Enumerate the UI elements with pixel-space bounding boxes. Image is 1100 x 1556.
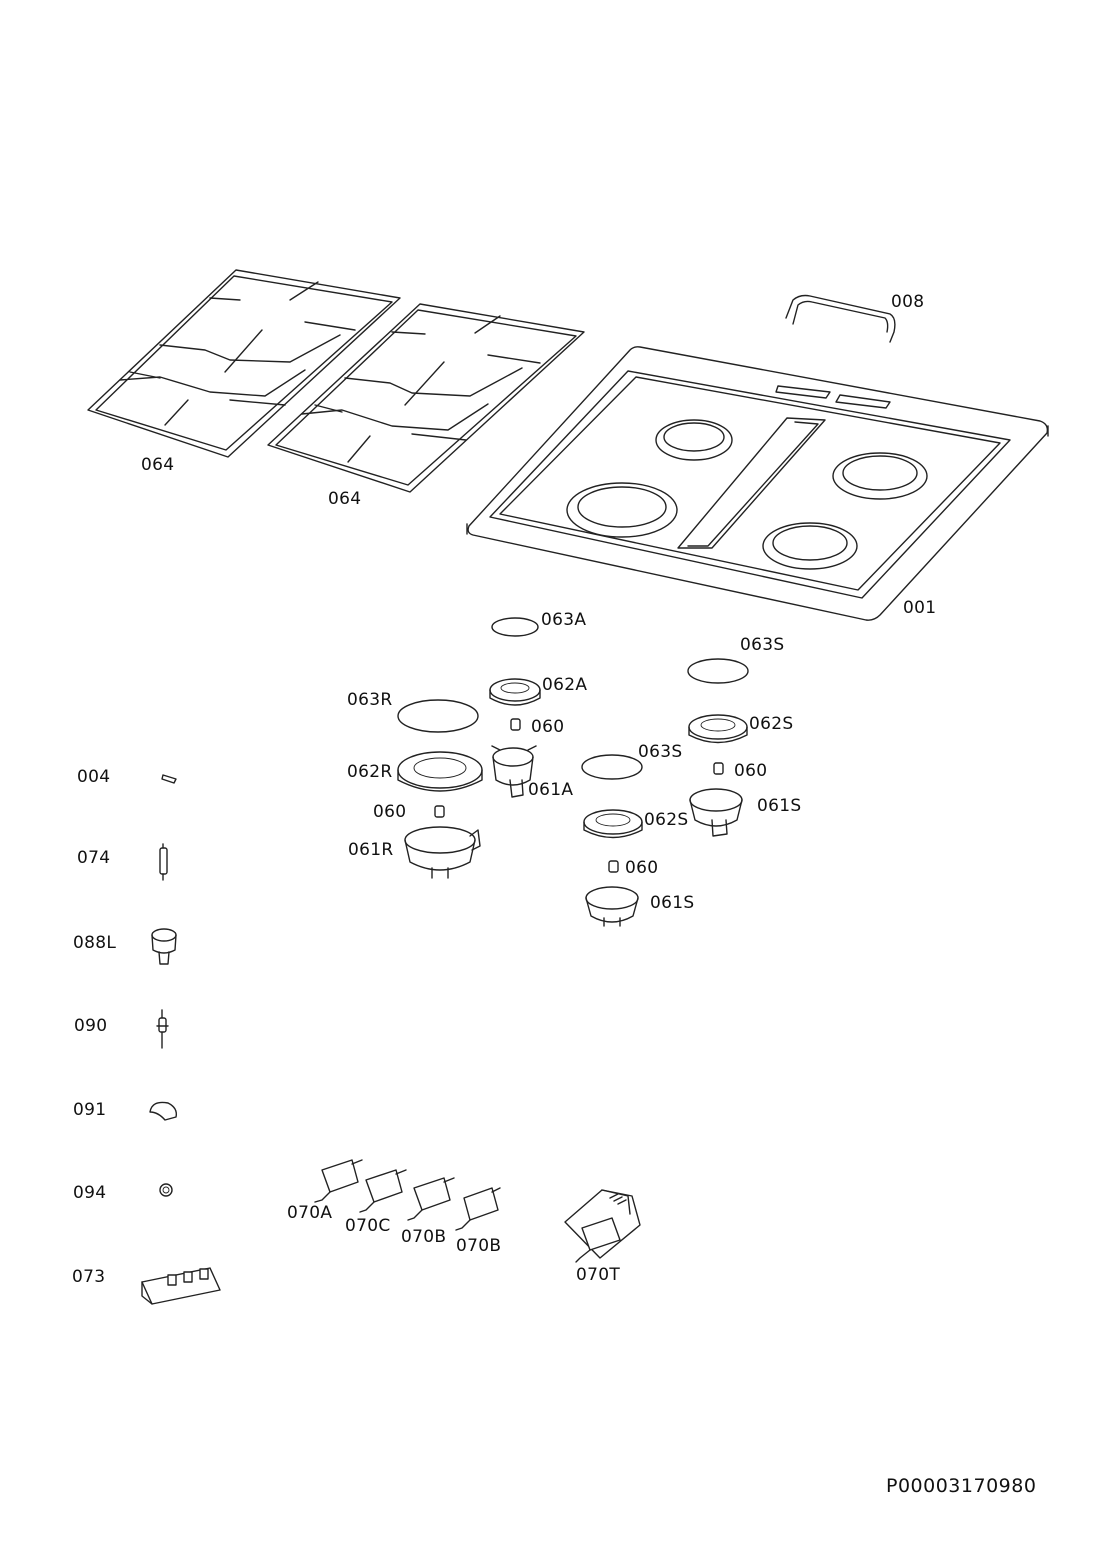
burner-body-061s-right	[689, 788, 743, 837]
part-094-ring	[159, 1183, 173, 1197]
flame-spreader-062s-center	[583, 809, 643, 839]
document-reference: P00003170980	[886, 1475, 1037, 1497]
gas-tap-070t	[564, 1189, 641, 1263]
label-064-left: 064	[141, 455, 175, 475]
gas-tap-070a	[314, 1159, 363, 1203]
part-088l-knob	[151, 928, 177, 965]
part-074-thermocouple	[159, 843, 168, 881]
injector-060-s-center	[608, 860, 619, 873]
label-070a: 070A	[287, 1203, 333, 1223]
lid-bracket	[785, 294, 896, 343]
part-004-clip	[161, 774, 177, 784]
part-073-ignition-switch	[141, 1267, 221, 1305]
part-091-bracket	[149, 1101, 178, 1121]
label-070t: 070T	[576, 1265, 621, 1285]
label-094: 094	[73, 1183, 107, 1203]
label-063s-center: 063S	[638, 742, 683, 762]
label-061s-right: 061S	[757, 796, 802, 816]
label-062s-center: 062S	[644, 810, 689, 830]
burner-cap-063s-right	[687, 658, 749, 684]
label-060-s-right: 060	[734, 761, 768, 781]
label-070b-right: 070B	[456, 1236, 502, 1256]
label-063s-right: 063S	[740, 635, 785, 655]
injector-060-a	[510, 718, 521, 731]
burner-body-061r	[404, 826, 481, 879]
hob-top	[466, 346, 1049, 621]
flame-spreader-062s-right	[688, 714, 748, 744]
label-060-a: 060	[531, 717, 565, 737]
gas-tap-070b-right	[455, 1187, 501, 1231]
label-064-right: 064	[328, 489, 362, 509]
label-074: 074	[77, 848, 111, 868]
gas-tap-070b-left	[407, 1177, 455, 1221]
burner-cap-063a	[491, 617, 539, 637]
label-062a: 062A	[542, 675, 588, 695]
injector-060-s-right	[713, 762, 724, 775]
label-001: 001	[903, 598, 937, 618]
label-090: 090	[74, 1016, 108, 1036]
label-060-s-center: 060	[625, 858, 659, 878]
label-004: 004	[77, 767, 111, 787]
injector-060-r	[434, 805, 445, 818]
label-060-r: 060	[373, 802, 407, 822]
label-088l: 088L	[73, 933, 117, 953]
pan-support-left	[87, 269, 401, 458]
label-062r: 062R	[347, 762, 393, 782]
burner-cap-063s-center	[581, 754, 643, 780]
flame-spreader-062r	[397, 751, 483, 792]
gas-tap-070c	[359, 1169, 407, 1213]
label-091: 091	[73, 1100, 107, 1120]
burner-body-061s-center	[585, 886, 639, 927]
flame-spreader-062a	[489, 678, 541, 706]
label-061s-center: 061S	[650, 893, 695, 913]
label-062s-right: 062S	[749, 714, 794, 734]
label-063r: 063R	[347, 690, 393, 710]
pan-support-right	[267, 303, 585, 493]
label-070c: 070C	[345, 1216, 391, 1236]
label-073: 073	[72, 1267, 106, 1287]
label-008: 008	[891, 292, 925, 312]
label-061a: 061A	[528, 780, 574, 800]
burner-body-061a	[491, 745, 537, 798]
label-063a: 063A	[541, 610, 587, 630]
label-070b-left: 070B	[401, 1227, 447, 1247]
burner-cap-063r	[397, 699, 479, 733]
part-090-ignition-plug	[156, 1009, 169, 1049]
label-061r: 061R	[348, 840, 394, 860]
